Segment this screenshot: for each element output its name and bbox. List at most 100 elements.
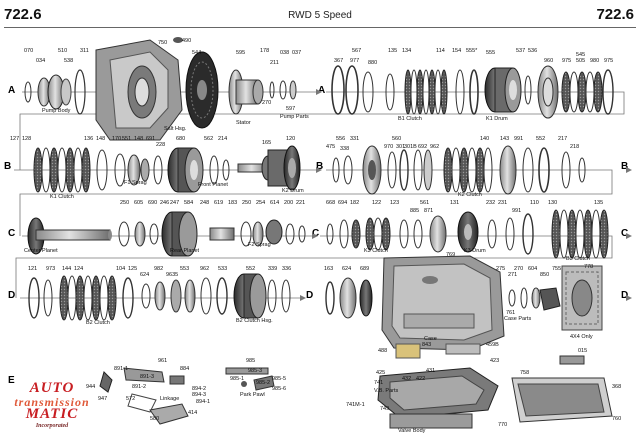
part-num-e-985-3: 985-3 xyxy=(248,368,262,374)
part-num-d-533: 533 xyxy=(218,266,227,272)
callout-k2-drum: K2 Drum xyxy=(282,188,304,194)
callout-pump-parts: Pump Parts xyxy=(280,114,309,120)
part-num-c-690: 690 xyxy=(148,200,157,206)
part-num-e-843: 843 xyxy=(422,342,431,348)
b3-clutch-pack xyxy=(551,209,609,259)
part-num-b-560: 560 xyxy=(392,136,401,142)
part-num-b-217: 217 xyxy=(558,136,567,142)
part-num-b-170: 170 xyxy=(112,136,121,142)
part-num-e-423: 423 xyxy=(490,358,499,364)
logo-tagline: Incorporated xyxy=(35,423,69,429)
part-num-c-135: 135 xyxy=(594,200,603,206)
row-letter-c-right: C xyxy=(621,228,629,239)
part-num-a-960: 960 xyxy=(544,58,553,64)
part-num-a-555: 555 xyxy=(486,50,495,56)
part-num-e-432: 432 xyxy=(402,376,411,382)
part-num-e-891-2: 891-2 xyxy=(132,384,146,390)
part-num-a-980: 980 xyxy=(590,58,599,64)
part-num-a-311: 311 xyxy=(80,48,89,54)
part-num-b-148b: 148 xyxy=(134,136,143,142)
part-num-a-537: 537 xyxy=(516,48,525,54)
part-num-b-551: 551 xyxy=(122,136,131,142)
callout-front-planet: Front Planet xyxy=(198,182,228,188)
part-num-e-760: 760 xyxy=(612,416,621,422)
part-num-d-163: 163 xyxy=(324,266,333,272)
part-num-d-962: 962 xyxy=(200,266,209,272)
part-num-b-218: 218 xyxy=(570,144,579,150)
part-num-c-232: 232 xyxy=(486,200,495,206)
part-num-d-336: 336 xyxy=(282,266,291,272)
part-num-b-562: 562 xyxy=(204,136,213,142)
part-num-b-165: 165 xyxy=(262,140,271,146)
part-number-labels: 070 034 510 538 311 750 490 544 595 178 … xyxy=(10,38,621,428)
part-num-d-604: 604 xyxy=(528,266,537,272)
part-num-c-614: 614 xyxy=(270,200,279,206)
part-num-c-769: 769 xyxy=(446,252,455,258)
callout-case-parts: Case Parts xyxy=(504,316,531,322)
part-num-a-490: 490 xyxy=(182,38,191,44)
part-num-a-178: 178 xyxy=(260,48,269,54)
callout-k1-drum: K1 Drum xyxy=(486,116,508,122)
part-num-e-422: 422 xyxy=(416,376,425,382)
part-num-b-140: 140 xyxy=(480,136,489,142)
part-num-b-127: 127 xyxy=(10,136,19,142)
part-num-c-130: 130 xyxy=(548,200,557,206)
part-num-c-254: 254 xyxy=(256,200,265,206)
part-num-b-556: 556 xyxy=(336,136,345,142)
callout-labels: Pump Body Salt Hsg. Stator Pump Parts B1… xyxy=(24,108,593,434)
transfer-case-4x4 xyxy=(561,265,603,331)
auto-transmatic-logo: AUTO transmission MATIC Incorporated xyxy=(6,378,98,436)
pump-body-assembly xyxy=(24,69,86,115)
part-num-d-755: 755 xyxy=(552,266,561,272)
part-num-e-985-6: 985-6 xyxy=(272,386,286,392)
part-num-e-488: 488 xyxy=(378,348,387,354)
part-num-c-584: 584 xyxy=(184,200,193,206)
callout-4x4-only: 4X4 Only xyxy=(570,334,593,340)
header-rule xyxy=(4,27,636,28)
part-num-a-536: 536 xyxy=(528,48,537,54)
k2-clutch-assembly xyxy=(332,145,586,195)
part-num-e-580: 580 xyxy=(150,416,159,422)
k1-clutch-pack xyxy=(33,147,108,193)
part-num-d-624: 624 xyxy=(140,272,149,278)
part-num-a-880: 880 xyxy=(368,60,377,66)
part-num-c-871: 871 xyxy=(424,208,433,214)
part-num-c-182: 182 xyxy=(350,200,359,206)
part-num-e-770: 770 xyxy=(498,422,507,428)
callout-b3-clutch: B3 Clutch xyxy=(566,256,590,262)
part-num-a-567: 567 xyxy=(352,48,361,54)
part-num-e-459b: 459B xyxy=(486,342,499,348)
part-num-a-555-star: 555* xyxy=(466,48,478,54)
part-num-e-431: 431 xyxy=(426,368,435,374)
part-num-d-270: 270 xyxy=(514,266,523,272)
part-num-e-891-1: 891-1 xyxy=(114,366,128,372)
callout-f2-sprag: F2 Sprag xyxy=(248,242,271,248)
part-num-d-778: 778 xyxy=(584,264,593,270)
part-num-e-947: 947 xyxy=(98,396,107,402)
part-num-e-891-3: 891-3 xyxy=(140,374,154,380)
part-num-a-114: 114 xyxy=(436,48,445,54)
part-num-a-134: 134 xyxy=(402,48,411,54)
row-letter-b-left: B xyxy=(4,161,12,172)
part-num-a-595: 595 xyxy=(236,50,245,56)
part-num-c-231: 231 xyxy=(498,200,507,206)
part-num-e-572: 572 xyxy=(126,396,135,402)
part-num-d-275: 275 xyxy=(496,266,505,272)
callout-k1-clutch: K1 Clutch xyxy=(50,194,74,200)
row-letter-b-right: B xyxy=(621,161,629,172)
part-num-c-247: 247 xyxy=(170,200,179,206)
part-num-d-271: 271 xyxy=(508,272,517,278)
part-num-a-510: 510 xyxy=(58,48,67,54)
f2-sprag xyxy=(209,219,306,247)
row-letter-a-left: A xyxy=(8,85,16,96)
part-num-c-885: 885 xyxy=(410,208,419,214)
part-num-d-689: 689 xyxy=(360,266,369,272)
part-num-c-131: 131 xyxy=(450,200,459,206)
part-num-a-038: 038 xyxy=(280,50,289,56)
part-num-e-944: 944 xyxy=(86,384,95,390)
part-num-a-597: 597 xyxy=(286,106,295,112)
part-num-e-741: 741 xyxy=(374,380,383,386)
part-num-a-977: 977 xyxy=(350,58,359,64)
part-num-b-214: 214 xyxy=(218,136,227,142)
